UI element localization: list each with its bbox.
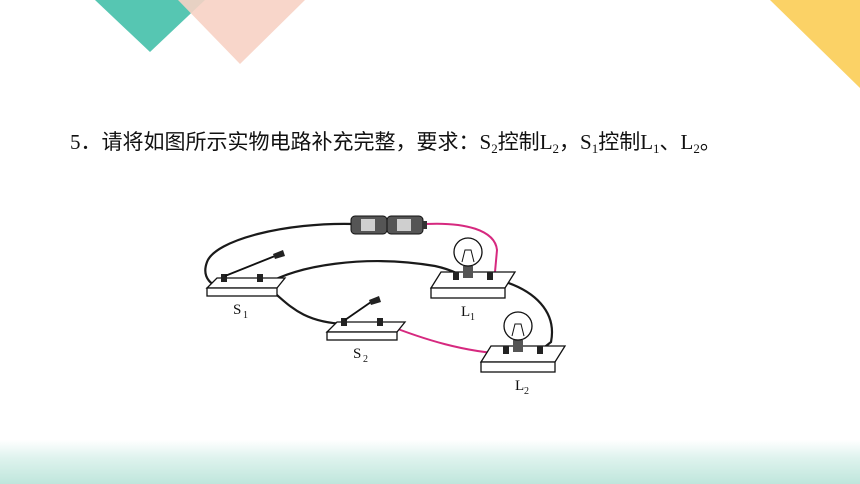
header-decoration [95,0,860,88]
switch-s1[interactable] [205,250,287,297]
question-text: 5．请将如图所示实物电路补充完整，要求：S2控制L2，S1控制L1、L2。 [70,130,721,156]
label-l1-sub: 1 [470,312,475,323]
lamp-l1 [429,237,517,299]
lamp-l2 [479,311,567,373]
label-l2-sub: 2 [524,386,529,397]
label-l2: L [515,378,524,394]
wire-l1-to-l2 [498,278,554,351]
label-s1-sub: 1 [243,310,248,321]
label-s2: S [353,346,361,362]
label-s1: S [233,302,241,318]
battery [350,215,427,235]
yellow-triangle [770,0,860,88]
question-number: 5． [70,130,102,154]
label-s2-sub: 2 [363,354,368,365]
label-l1: L [461,304,470,320]
teal-triangle [95,0,205,52]
peach-triangle [178,0,305,64]
wire-battery-to-l1 [424,222,499,273]
switch-s2[interactable] [325,296,407,341]
circuit-figure: S 1 S 2 L 1 L 2 [204,215,567,397]
footer-band [0,440,860,484]
